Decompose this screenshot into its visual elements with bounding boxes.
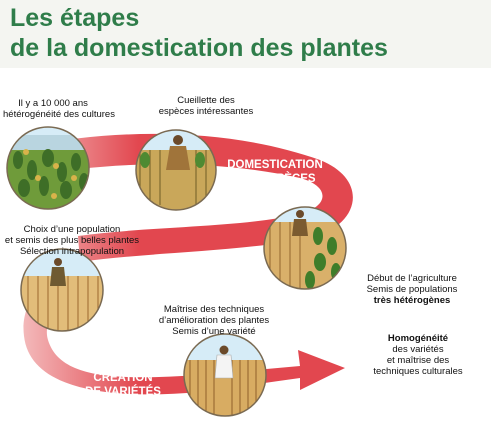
arrow-label-creation-line2: DE VARIÉTÉS — [85, 385, 161, 398]
stage-2-line-1: Cueillette des — [177, 95, 235, 106]
stage-3-line-2: Semis de populations — [366, 284, 458, 295]
arrow-label-amelioration-line2: DE POPULATIONS — [137, 276, 239, 288]
stage-6-line-4: techniques culturales — [373, 366, 463, 377]
stage-2-caption: Cueillette des espèces intéressantes — [152, 95, 260, 117]
stage-2-illustration — [135, 129, 217, 211]
stage-6-caption: Homogénéité des variétés et maîtrise des… — [362, 333, 474, 377]
stage-1-caption: Il y a 10 000 ans hétérogénéité des cult… — [3, 98, 115, 120]
stage-6-line-3: et maîtrise des — [386, 355, 450, 366]
arrow-label-domestication-line2: DES ESPÈCES — [234, 172, 315, 185]
stage-4-line-1: Choix d’une population — [23, 224, 121, 235]
stage-4-line-3: Sélection intrapopulation — [19, 246, 125, 257]
arrow-label-domestication-line1: DOMESTICATION — [227, 159, 323, 171]
stage-6-line-1: Homogénéité — [387, 333, 449, 344]
stage-3-line-3: très hétérogènes — [373, 295, 451, 306]
stage-3-line-1: Début de l’agriculture — [367, 273, 457, 284]
page-title: Les étapes de la domestication des plant… — [10, 3, 388, 63]
stage-3-caption: Début de l’agriculture Semis de populati… — [352, 273, 472, 306]
title-line-2: de la domestication des plantes — [10, 34, 388, 62]
title-band — [0, 0, 491, 68]
stage-4-caption: Choix d’une population et semis des plus… — [2, 224, 142, 257]
stage-1-line-1: Il y a 10 000 ans — [18, 98, 88, 109]
stage-1-illustration — [6, 126, 90, 210]
stage-5-line-2: d’amélioration des plantes — [158, 315, 270, 326]
stage-6-line-2: des variétés — [392, 344, 444, 355]
stage-4-line-2: et semis des plus belles plantes — [4, 235, 140, 246]
stage-5-caption: Maîtrise des techniques d’amélioration d… — [150, 304, 278, 337]
stage-2-line-2: espèces intéressantes — [158, 106, 254, 117]
stage-5-illustration — [183, 333, 267, 417]
stage-5-line-1: Maîtrise des techniques — [163, 304, 265, 315]
arrow-label-amelioration-line1: AMÉLIORATION — [144, 261, 232, 274]
stage-3-illustration — [263, 206, 347, 290]
arrow-label-creation-line1: CRÉATION — [93, 371, 152, 384]
stage-1-line-2: hétérogénéité des cultures — [3, 109, 115, 120]
title-line-1: Les étapes — [10, 4, 140, 32]
stage-5-line-3: Semis d’une variété — [172, 326, 256, 337]
